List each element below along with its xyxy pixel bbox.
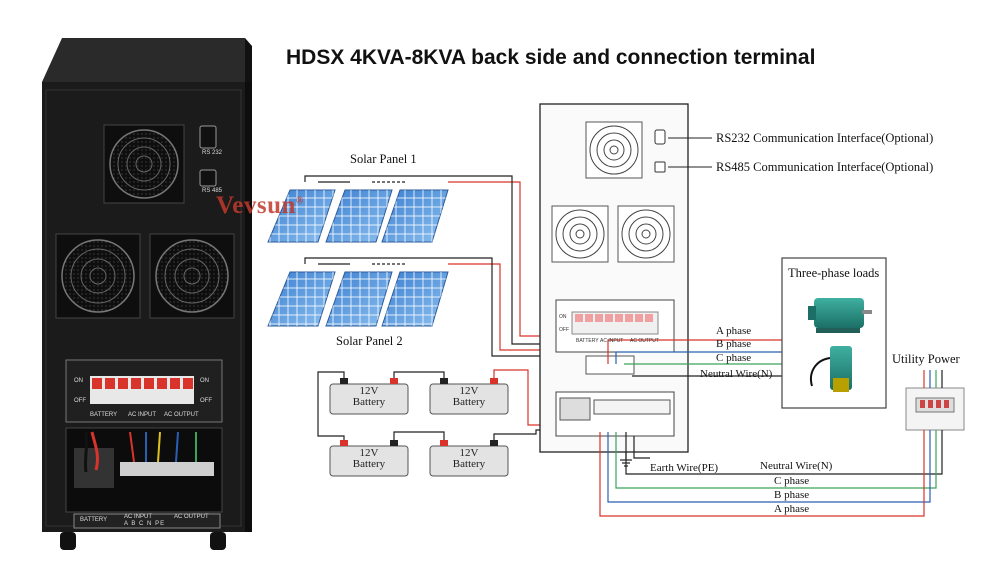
cabinet-fan-right <box>149 233 235 319</box>
cabinet-terminal-block <box>120 462 214 476</box>
utility-power-label: Utility Power <box>892 352 960 366</box>
diagram-on-text: ON <box>559 314 567 320</box>
brand-watermark: Vevsun® <box>216 192 304 220</box>
diagram-rs485-port <box>654 161 666 173</box>
solar-panel-group-2 <box>267 271 449 327</box>
diagram-breaker-acinput-text: AC INPUT <box>600 338 624 344</box>
pump-icon <box>810 346 852 392</box>
cabinet-breaker-acoutput-text: AC OUTPUT <box>164 412 199 418</box>
cabinet-fan-left <box>55 233 141 319</box>
output-neutral-label: Neutral Wire(N) <box>700 368 773 380</box>
cabinet-breakers <box>90 376 194 404</box>
brand-trademark: ® <box>295 195 304 207</box>
earth-symbol <box>620 452 632 467</box>
letter-a: A <box>124 521 129 527</box>
battery-bank <box>329 378 509 477</box>
cabinet-off-text-right: OFF <box>200 398 212 404</box>
battery-3-name: Battery <box>352 458 386 470</box>
cabinet-rs232-port <box>199 125 217 149</box>
output-wires <box>607 339 782 377</box>
input-neutral-label: Neutral Wire(N) <box>760 460 833 472</box>
solar-panel-group-1 <box>267 189 449 243</box>
diagram-fan-right <box>617 205 675 263</box>
cabinet-on-text: ON <box>74 378 83 384</box>
three-phase-loads <box>781 257 887 409</box>
battery-1-name: Battery <box>352 396 386 408</box>
output-b-phase-label: B phase <box>716 338 752 350</box>
battery-3 <box>329 445 409 477</box>
cabinet-breaker-acinput-text: AC INPUT <box>128 412 157 418</box>
motor-icon <box>808 298 872 333</box>
cabinet-terminal-battery-text: BATTERY <box>80 517 108 523</box>
letter-n: N <box>147 521 153 527</box>
input-a-phase-label: A phase <box>774 503 810 515</box>
cabinet-fan-top <box>103 124 185 204</box>
rs485-label: RS485 Communication Interface(Optional) <box>716 160 934 174</box>
battery-4 <box>429 445 509 477</box>
battery-1-voltage: 12V <box>359 385 379 397</box>
diagram-off-text: OFF <box>559 327 569 333</box>
battery-4-voltage: 12V <box>459 447 479 459</box>
battery-3-voltage: 12V <box>359 447 379 459</box>
cabinet-rs485-port <box>199 169 217 187</box>
cabinet-rs485-text: RS 485 <box>202 188 223 194</box>
brand-name: Vevsun <box>216 192 296 219</box>
letter-pe: PE <box>155 521 166 527</box>
letter-c: C <box>139 521 145 527</box>
caster-left <box>60 532 76 550</box>
input-b-phase-label: B phase <box>774 489 810 501</box>
cabinet-off-text: OFF <box>74 398 86 404</box>
output-a-phase-label: A phase <box>716 325 752 337</box>
battery-4-name: Battery <box>452 458 486 470</box>
output-c-phase-label: C phase <box>716 352 752 364</box>
caster-right <box>210 532 226 550</box>
cabinet-terminal-acoutput-text: AC OUTPUT <box>174 514 209 520</box>
rs232-label: RS232 Communication Interface(Optional) <box>716 131 934 145</box>
input-c-phase-label: C phase <box>774 475 810 487</box>
three-phase-loads-title: Three-phase loads <box>788 266 880 280</box>
cabinet-on-text-right: ON <box>200 378 209 384</box>
page-title: HDSX 4KVA-8KVA back side and connection … <box>286 46 816 69</box>
battery-2-voltage: 12V <box>459 385 479 397</box>
utility-switchbox <box>905 387 965 431</box>
cabinet-rs232-text: RS 232 <box>202 150 223 156</box>
diagram-rs232-port <box>654 129 666 145</box>
solar-panel-2-label: Solar Panel 2 <box>336 334 403 348</box>
inverter-cabinet <box>42 38 252 550</box>
diagram-upper-terminals <box>585 355 635 375</box>
cabinet-terminal-acinput-text: AC INPUT <box>124 514 153 520</box>
cabinet-acinput-letters: A B C N PE <box>124 521 165 527</box>
solar-string-wires <box>304 175 553 357</box>
cabinet-label-plate <box>73 513 221 529</box>
inverter-back-panel <box>539 103 689 453</box>
diagram-breaker-acoutput-text: AC OUTPUT <box>630 338 659 344</box>
battery-2 <box>429 383 509 415</box>
earth-wire-label: Earth Wire(PE) <box>650 462 719 474</box>
diagram-fan-top <box>585 121 643 179</box>
diagram-breaker-battery-text: BATTERY <box>576 338 599 344</box>
solar-panel-1-label: Solar Panel 1 <box>350 152 417 166</box>
battery-1 <box>329 383 409 415</box>
cabinet-breaker-battery-text: BATTERY <box>90 412 118 418</box>
diagram-terminal-block <box>593 399 671 415</box>
battery-2-name: Battery <box>452 396 486 408</box>
diagram-fan-left <box>551 205 609 263</box>
utility-feed-wires <box>923 370 943 388</box>
letter-b: B <box>131 521 137 527</box>
